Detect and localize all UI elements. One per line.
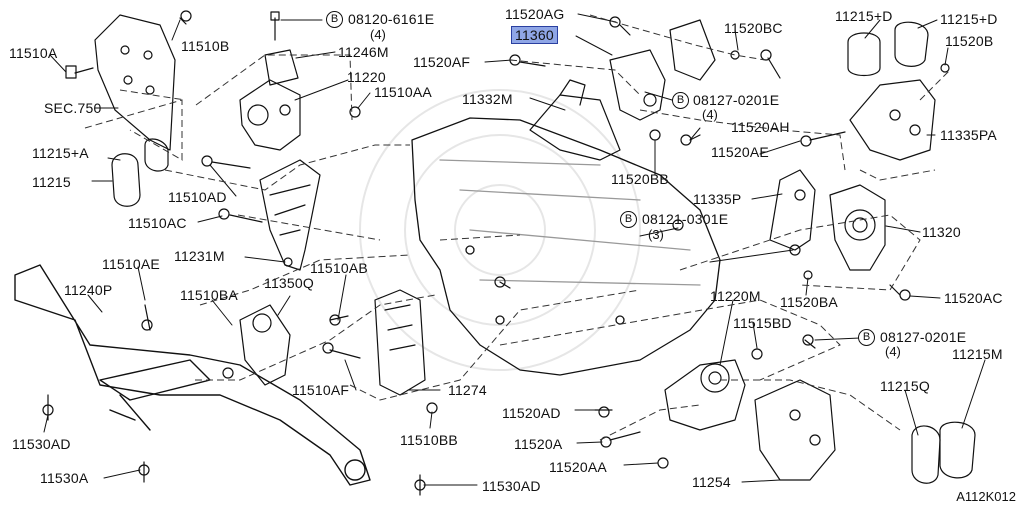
- part-label-11240p[interactable]: 11240P: [64, 282, 113, 298]
- part-label-11332m[interactable]: 11332M: [462, 91, 513, 107]
- section-label-sec750[interactable]: SEC.750: [44, 100, 102, 116]
- bolt-b-marker: B: [326, 11, 343, 28]
- bracket-11335pa: [760, 49, 950, 161]
- quantity-08120: (4): [370, 27, 386, 42]
- part-label-11515bd[interactable]: 11515BD: [733, 315, 792, 331]
- quantity-08127-upper: (4): [702, 107, 718, 122]
- part-label-11520b[interactable]: 11520B: [945, 33, 994, 49]
- part-label-11360-highlighted[interactable]: 11360: [511, 26, 558, 44]
- part-label-11320[interactable]: 11320: [922, 224, 961, 240]
- bracket-11254: [754, 334, 836, 481]
- watermark-emblem: [359, 89, 641, 371]
- bolt-b-marker: B: [672, 92, 689, 109]
- part-label-11510ac[interactable]: 11510AC: [128, 215, 187, 231]
- part-label-11520aa[interactable]: 11520AA: [549, 459, 607, 475]
- rubber-pads-left: [111, 138, 169, 207]
- part-label-11520ad[interactable]: 11520AD: [502, 405, 561, 421]
- part-label-11215[interactable]: 11215: [32, 174, 71, 190]
- bracket-11332m: [529, 79, 621, 161]
- part-label-11510ad-left[interactable]: 11510AD: [168, 189, 227, 205]
- engine-mount-11320: [829, 184, 911, 301]
- part-label-11520bb[interactable]: 11520BB: [611, 171, 669, 187]
- part-label-11510b[interactable]: 11510B: [181, 38, 230, 54]
- rubber-pads-right-bottom: [911, 421, 976, 484]
- quantity-08127-lower: (4): [885, 344, 901, 359]
- part-label-11510af[interactable]: 11510AF: [292, 382, 350, 398]
- part-label-11215m[interactable]: 11215M: [952, 346, 1003, 362]
- bolt-b-marker: B: [620, 211, 637, 228]
- part-label-08127-0201e-upper[interactable]: 08127-0201E: [693, 92, 780, 108]
- engine-mount-11220m: [664, 348, 763, 431]
- bracket-11274: [322, 289, 438, 414]
- part-label-11520ag[interactable]: 11520AG: [505, 6, 565, 22]
- part-label-11520af[interactable]: 11520AF: [413, 54, 471, 70]
- crossmember-11240p: [14, 264, 371, 486]
- part-label-11520bc[interactable]: 11520BC: [724, 20, 783, 36]
- part-label-11246m[interactable]: 11246M: [338, 44, 389, 60]
- bracket-11246m: [264, 11, 299, 86]
- part-label-11530ad-bottom[interactable]: 11530AD: [482, 478, 541, 494]
- part-label-11231m[interactable]: 11231M: [174, 248, 225, 264]
- part-label-08127-0201e-lower[interactable]: 08127-0201E: [880, 329, 967, 345]
- mount-11350q: [141, 304, 291, 386]
- dashed-reference-lines: [84, 14, 951, 441]
- part-label-11520ba[interactable]: 11520BA: [780, 294, 838, 310]
- part-label-11510ae[interactable]: 11510AE: [102, 256, 160, 272]
- part-label-11350q[interactable]: 11350Q: [264, 275, 314, 291]
- part-label-11215a[interactable]: 11215+A: [32, 145, 89, 161]
- part-label-08121-0301e[interactable]: 08121-0301E: [642, 211, 729, 227]
- part-label-11335p[interactable]: 11335P: [693, 191, 742, 207]
- part-label-11520ac[interactable]: 11520AC: [944, 290, 1003, 306]
- part-label-11520a[interactable]: 11520A: [514, 436, 563, 452]
- bracket-11335p: [769, 169, 816, 280]
- part-label-11510bb[interactable]: 11510BB: [400, 432, 458, 448]
- part-label-11520ae-right[interactable]: 11520AE: [711, 144, 769, 160]
- part-label-11220[interactable]: 11220: [347, 69, 386, 85]
- bracket-sec750: [65, 10, 192, 151]
- part-label-11215d-right[interactable]: 11215+D: [940, 11, 998, 27]
- part-label-11274[interactable]: 11274: [448, 382, 487, 398]
- rubber-pads-right-top: [847, 21, 929, 77]
- part-label-11520ah[interactable]: 11520AH: [731, 119, 790, 135]
- part-label-08120-6161e[interactable]: 08120-6161E: [348, 11, 435, 27]
- leader-lines: [43, 13, 986, 486]
- part-label-11254[interactable]: 11254: [692, 474, 731, 490]
- bolt-b-marker: B: [858, 329, 875, 346]
- diagram-code: A112K012: [956, 489, 1016, 504]
- quantity-08121: (3): [648, 227, 664, 242]
- part-label-11510ba[interactable]: 11510BA: [180, 287, 238, 303]
- part-label-11215q[interactable]: 11215Q: [880, 378, 930, 394]
- part-label-11510aa[interactable]: 11510AA: [374, 84, 432, 100]
- part-label-11530a[interactable]: 11530A: [40, 470, 89, 486]
- part-label-11335pa[interactable]: 11335PA: [940, 127, 997, 143]
- engine-mount-11220: [239, 79, 301, 151]
- part-label-11510a[interactable]: 11510A: [9, 45, 58, 61]
- bracket-11231m: [201, 155, 321, 271]
- part-label-11215d-left[interactable]: 11215+D: [835, 8, 893, 24]
- part-label-11220m[interactable]: 11220M: [710, 288, 761, 304]
- part-label-11510ab[interactable]: 11510AB: [310, 260, 368, 276]
- part-label-11530ad-left[interactable]: 11530AD: [12, 436, 71, 452]
